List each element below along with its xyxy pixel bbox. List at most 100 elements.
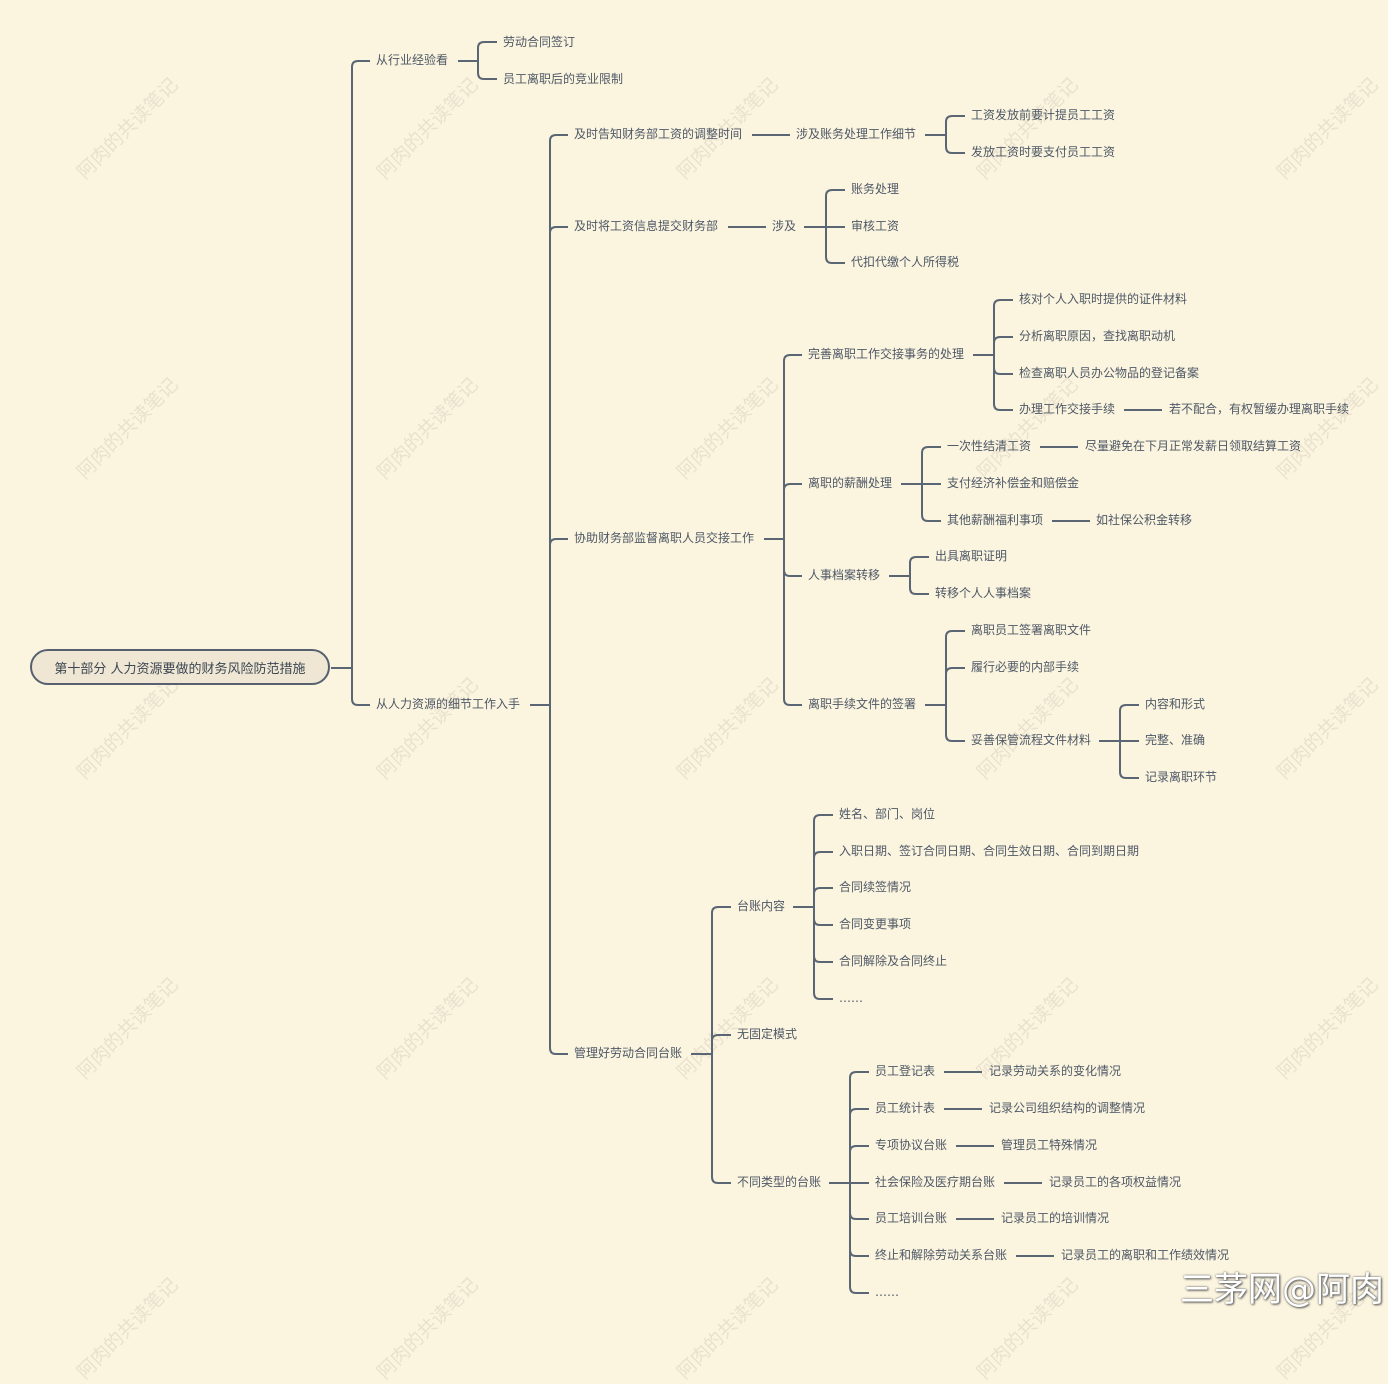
connector-62 bbox=[849, 1145, 869, 1183]
topic-keep-materials[interactable]: 妥善保管流程文件材料 bbox=[971, 733, 1092, 747]
topic-accounting-details[interactable]: 涉及账务处理工作细节 bbox=[796, 127, 917, 141]
topic-no-fixed-mode[interactable]: 无固定模式 bbox=[737, 1027, 798, 1041]
topic-changes[interactable]: 合同变更事项 bbox=[839, 917, 912, 931]
topic-other-benefits[interactable]: 其他薪酬福利事项 bbox=[947, 513, 1044, 527]
connector-8 bbox=[549, 226, 568, 705]
topic-pay-salary[interactable]: 发放工资时要支付员工工资 bbox=[971, 145, 1116, 159]
connector-66 bbox=[849, 1183, 869, 1294]
branch-hr-details[interactable]: 从人力资源的细节工作入手 bbox=[376, 697, 521, 711]
connector-22 bbox=[783, 483, 802, 539]
topic-settle-salary[interactable]: 一次性结清工资 bbox=[947, 439, 1032, 453]
connector-17 bbox=[825, 189, 845, 227]
topic-accounting[interactable]: 账务处理 bbox=[851, 182, 900, 196]
topic-record-steps[interactable]: 记录离职环节 bbox=[1145, 770, 1218, 784]
topic-content-form[interactable]: 内容和形式 bbox=[1145, 697, 1206, 711]
connector-51 bbox=[711, 1054, 731, 1184]
connector-38 bbox=[909, 556, 929, 576]
connector-26 bbox=[993, 299, 1013, 355]
topic-employee-sign[interactable]: 离职员工签署离职文件 bbox=[971, 623, 1092, 637]
connector-61 bbox=[849, 1108, 869, 1183]
topic-file-transfer[interactable]: 人事档案转移 bbox=[808, 568, 881, 582]
topic-insurance-note[interactable]: 记录员工的各项权益情况 bbox=[1049, 1175, 1182, 1189]
topic-handover-process[interactable]: 完善离职工作交接事务的处理 bbox=[808, 347, 965, 361]
mind-map-canvas: 阿肉的共读笔记阿肉的共读笔记阿肉的共读笔记阿肉的共读笔记阿肉的共读笔记阿肉的共读… bbox=[30, 35, 1384, 1383]
topic-submit-salary-info[interactable]: 及时将工资信息提交财务部 bbox=[574, 219, 719, 233]
connector-9 bbox=[549, 538, 568, 705]
topic-ledger-types[interactable]: 不同类型的台账 bbox=[737, 1175, 822, 1189]
connector-13 bbox=[945, 115, 965, 135]
connector-23 bbox=[783, 539, 802, 577]
topic-termination[interactable]: 合同解除及合同终止 bbox=[839, 954, 948, 968]
connector-27 bbox=[993, 336, 1013, 355]
topic-resignation-certificate[interactable]: 出具离职证明 bbox=[935, 549, 1008, 563]
connector-14 bbox=[945, 135, 965, 154]
topic-involves[interactable]: 涉及 bbox=[772, 219, 797, 233]
topic-termination-note[interactable]: 记录员工的离职和工作绩效情况 bbox=[1061, 1248, 1230, 1262]
topic-notify-finance-salary-adjust[interactable]: 及时告知财务部工资的调整时间 bbox=[574, 127, 743, 141]
connector-21 bbox=[783, 354, 802, 539]
topic-dates[interactable]: 入职日期、签订合同日期、合同生效日期、合同到期日期 bbox=[839, 844, 1140, 858]
topic-sign-documents[interactable]: 离职手续文件的签署 bbox=[808, 697, 917, 711]
topic-assist-resignation-handover[interactable]: 协助财务部监督离职人员交接工作 bbox=[574, 531, 755, 545]
connector-50 bbox=[711, 1034, 731, 1054]
topic-registration-form[interactable]: 员工登记表 bbox=[875, 1064, 936, 1078]
connector-32 bbox=[921, 446, 941, 484]
topic-ledger-content[interactable]: 台账内容 bbox=[737, 899, 786, 913]
topic-special-note[interactable]: 管理员工特殊情况 bbox=[1001, 1138, 1098, 1152]
branch-industry-experience[interactable]: 从行业经验看 bbox=[376, 53, 449, 67]
topic-renewal[interactable]: 合同续签情况 bbox=[839, 880, 912, 894]
topic-internal-procedures[interactable]: 履行必要的内部手续 bbox=[971, 660, 1080, 674]
connector-45 bbox=[1119, 704, 1139, 741]
topic-name-dept-post[interactable]: 姓名、部门、岗位 bbox=[839, 807, 936, 821]
topic-accrue-salary[interactable]: 工资发放前要计提员工工资 bbox=[971, 108, 1116, 122]
connector-39 bbox=[909, 576, 929, 595]
connector-60 bbox=[849, 1071, 869, 1183]
topic-termination-ledger[interactable]: 终止和解除劳动关系台账 bbox=[875, 1248, 1008, 1262]
topic-contract-ledger[interactable]: 管理好劳动合同台账 bbox=[574, 1046, 683, 1060]
topic-registration-note[interactable]: 记录劳动关系的变化情况 bbox=[989, 1064, 1122, 1078]
connector-2 bbox=[351, 668, 370, 706]
connector-29 bbox=[993, 355, 1013, 411]
connector-57 bbox=[813, 907, 833, 963]
topic-labor-contract-signing[interactable]: 劳动合同签订 bbox=[503, 35, 576, 49]
topic-suspend-if-uncooperative[interactable]: 若不配合，有权暂缓办理离职手续 bbox=[1169, 402, 1350, 416]
topic-statistics-note[interactable]: 记录公司组织结构的调整情况 bbox=[989, 1101, 1146, 1115]
connector-34 bbox=[921, 484, 941, 522]
topic-special-agreement[interactable]: 专项协议台账 bbox=[875, 1138, 948, 1152]
brand-watermark: 三茅网@阿肉 bbox=[1180, 1270, 1384, 1310]
connector-64 bbox=[849, 1183, 869, 1220]
topic-withhold-tax[interactable]: 代扣代缴个人所得税 bbox=[851, 255, 960, 269]
topic-non-compete[interactable]: 员工离职后的竞业限制 bbox=[503, 72, 624, 86]
connector-49 bbox=[711, 906, 731, 1054]
connector-5 bbox=[477, 61, 497, 80]
topic-complete-accurate[interactable]: 完整、准确 bbox=[1145, 733, 1206, 747]
topic-check-office-items[interactable]: 检查离职人员办公物品的登记备案 bbox=[1019, 366, 1200, 380]
topic-training-note[interactable]: 记录员工的培训情况 bbox=[1001, 1211, 1110, 1225]
connector-lines bbox=[331, 41, 1162, 1294]
connector-43 bbox=[945, 705, 965, 742]
root-topic[interactable]: 第十部分 人力资源要做的财务风险防范措施 bbox=[30, 649, 330, 685]
connector-56 bbox=[813, 907, 833, 926]
connector-41 bbox=[945, 630, 965, 705]
topic-audit-salary[interactable]: 审核工资 bbox=[851, 219, 900, 233]
topic-salary-handling[interactable]: 离职的薪酬处理 bbox=[808, 476, 893, 490]
topic-handover-procedures[interactable]: 办理工作交接手续 bbox=[1019, 402, 1116, 416]
topic-analyze-reasons[interactable]: 分析离职原因，查找离职动机 bbox=[1019, 329, 1176, 343]
connector-1 bbox=[351, 60, 370, 668]
topic-etc-2[interactable]: …… bbox=[875, 1285, 899, 1299]
topic-verify-documents[interactable]: 核对个人入职时提供的证件材料 bbox=[1019, 292, 1188, 306]
connector-53 bbox=[813, 814, 833, 907]
topic-transfer-personal-file[interactable]: 转移个人人事档案 bbox=[935, 586, 1032, 600]
topic-avoid-next-month[interactable]: 尽量避免在下月正常发薪日领取结算工资 bbox=[1085, 439, 1302, 453]
connector-19 bbox=[825, 227, 845, 264]
topic-social-insurance-transfer[interactable]: 如社保公积金转移 bbox=[1096, 513, 1193, 527]
topic-etc[interactable]: …… bbox=[839, 991, 863, 1005]
connector-55 bbox=[813, 887, 833, 907]
connector-42 bbox=[945, 667, 965, 705]
topic-compensation[interactable]: 支付经济补偿金和赔偿金 bbox=[947, 476, 1080, 490]
connector-47 bbox=[1119, 741, 1139, 779]
topic-insurance-ledger[interactable]: 社会保险及医疗期台账 bbox=[875, 1175, 996, 1189]
topic-statistics-form[interactable]: 员工统计表 bbox=[875, 1101, 936, 1115]
topic-training-ledger[interactable]: 员工培训台账 bbox=[875, 1211, 948, 1225]
connector-58 bbox=[813, 907, 833, 1000]
